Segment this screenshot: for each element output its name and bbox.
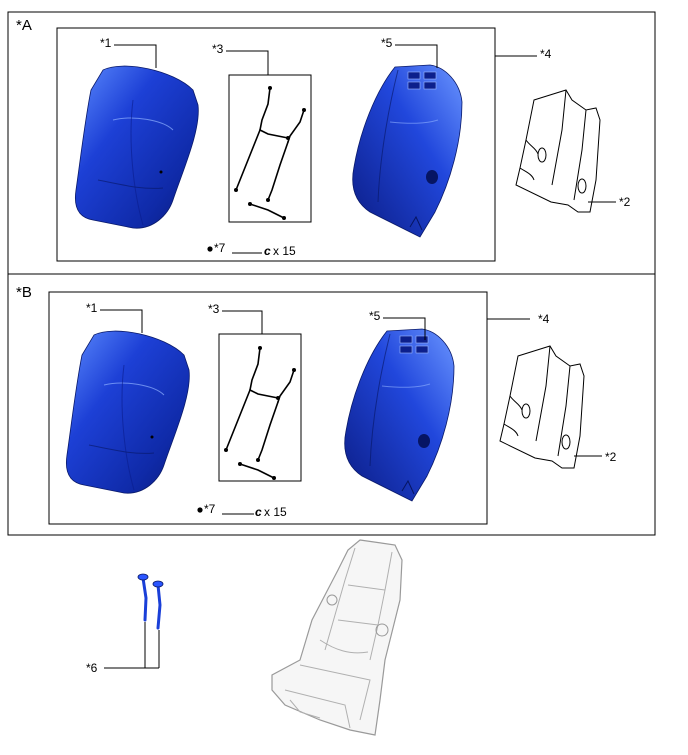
seat-frame [271, 539, 403, 736]
clip-symbol-b: c [255, 505, 262, 519]
callout-a-7: *7 [214, 241, 226, 255]
seat-back-wires-b [223, 345, 297, 481]
seat-back-board-a [515, 89, 601, 213]
section-b-label: *B [16, 284, 32, 301]
callout-a-3: *3 [212, 42, 224, 56]
clip-marker-a [207, 246, 213, 252]
callout-b-4: *4 [538, 312, 550, 326]
wire-box-a [228, 74, 312, 223]
callout-a-5: *5 [381, 36, 393, 50]
clip-symbol-a: c [264, 244, 271, 258]
clip-qty-b: x 15 [264, 505, 287, 519]
callout-b-3: *3 [208, 302, 220, 316]
callout-a-1: *1 [100, 36, 112, 50]
seat-back-pad-a [74, 65, 199, 229]
callout-b-1: *1 [86, 301, 98, 315]
seat-back-wires-a [233, 85, 307, 221]
callout-b-7: *7 [204, 502, 216, 516]
seat-back-cover-a [352, 64, 463, 238]
callout-b-2: *2 [605, 450, 617, 464]
section-b-inner-box [48, 291, 488, 525]
callout-a-2: *2 [619, 195, 631, 209]
headrest-support-pins [137, 573, 164, 630]
callout-6: *6 [86, 661, 98, 675]
section-a-label: *A [16, 17, 32, 34]
clip-marker-b [197, 507, 203, 513]
callout-a-4: *4 [540, 47, 552, 61]
seat-back-pad-b [65, 330, 190, 494]
wire-box-b [218, 333, 302, 482]
section-b-box [7, 273, 656, 536]
seat-back-board-b [499, 345, 585, 469]
clip-qty-a: x 15 [273, 244, 296, 258]
seat-back-cover-b [344, 328, 455, 502]
section-a-inner-box [56, 27, 496, 262]
callout-b-5: *5 [369, 309, 381, 323]
